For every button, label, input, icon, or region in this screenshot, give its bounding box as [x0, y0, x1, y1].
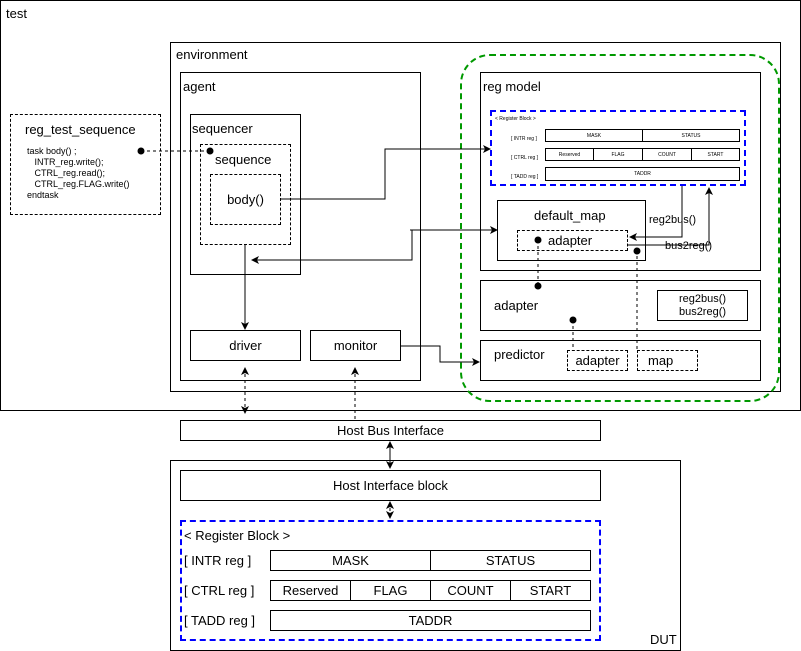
reg-row-label: [ INTR reg ] — [184, 553, 252, 568]
reg-field: STATUS — [642, 129, 740, 142]
reg-field: COUNT — [430, 580, 511, 601]
reg-row-label: [ CTRL reg ] — [511, 155, 539, 161]
host-bus-interface: Host Bus Interface — [180, 420, 601, 441]
reg-field: MASK — [270, 550, 431, 571]
default-map-adapter-label: adapter — [548, 233, 593, 248]
reg-field: STATUS — [430, 550, 591, 571]
host-interface-block: Host Interface block — [180, 470, 601, 501]
test-label: test — [6, 6, 27, 21]
reg-field: START — [691, 148, 740, 161]
reg-field: FLAG — [350, 580, 431, 601]
body-method: body() — [210, 174, 281, 225]
body-to-regmodel — [281, 145, 491, 200]
reg-field: FLAG — [593, 148, 643, 161]
monitor-to-predictor — [401, 345, 480, 366]
reg-field: MASK — [545, 129, 643, 142]
predictor-map: map — [637, 350, 698, 371]
reg-field: START — [510, 580, 591, 601]
adapter-box-label: adapter — [494, 298, 539, 313]
reg-test-sequence-code: task body() ; INTR_reg.write(); CTRL_reg… — [27, 146, 130, 200]
reg-field: Reserved — [270, 580, 351, 601]
reg-test-sequence-title: reg_test_sequence — [25, 122, 136, 137]
environment-label: environment — [176, 47, 248, 62]
sequence-label: sequence — [215, 152, 272, 167]
default-map-label: default_map — [534, 208, 606, 223]
sequencer-label: sequencer — [192, 121, 253, 136]
reg2bus-arrow — [629, 186, 683, 241]
bus2reg-arrow — [628, 187, 713, 246]
driver: driver — [190, 330, 301, 361]
agent-label: agent — [183, 79, 216, 94]
dut-register-block — [180, 520, 601, 641]
bus2reg-label: bus2reg() — [665, 240, 713, 252]
reg-model-block-title: < Register Block > — [495, 116, 536, 122]
reg-row-label: [ TADD reg ] — [511, 174, 539, 180]
reg-row-label: [ INTR reg ] — [511, 136, 537, 142]
default-map-adapter — [517, 230, 628, 251]
reg-model-label: reg model — [483, 79, 541, 94]
monitor: monitor — [310, 330, 401, 361]
reg-row-label: [ CTRL reg ] — [184, 583, 255, 598]
reg-test-sequence — [10, 114, 161, 215]
reg-model-group — [460, 54, 780, 402]
dut-block-title: < Register Block > — [184, 528, 291, 543]
reg-field: TADDR — [545, 167, 740, 181]
reg-row-label: [ TADD reg ] — [184, 613, 256, 628]
reg-field: TADDR — [270, 610, 591, 631]
predictor-adapter: adapter — [567, 350, 628, 371]
reg2bus-label: reg2bus() — [649, 214, 697, 226]
dut-label: DUT — [650, 632, 677, 647]
adapter-methods: reg2bus() bus2reg() — [657, 290, 748, 321]
map-to-sequencer — [251, 229, 413, 264]
reg-model-register-block — [490, 110, 746, 186]
predictor-label: predictor — [494, 347, 545, 362]
